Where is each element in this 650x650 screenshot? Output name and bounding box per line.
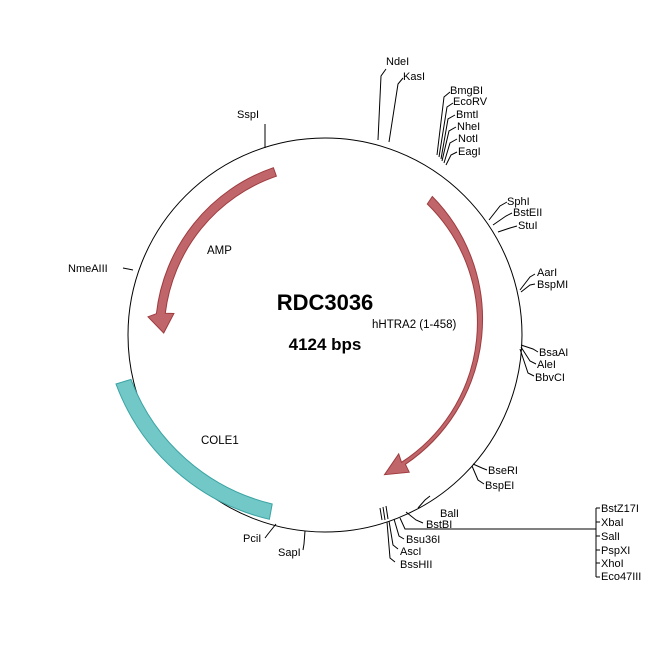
- leader-nmeaiii: [122, 267, 134, 271]
- leader-right-list: [399, 517, 596, 530]
- tick-cluster-2: [382, 506, 386, 521]
- site-bsu36i[interactable]: Bsu36I: [406, 534, 440, 546]
- feature-hhtra2-arrow[interactable]: [383, 195, 483, 476]
- site-bseri[interactable]: BseRI: [488, 465, 518, 477]
- leader-kasi: [388, 77, 404, 143]
- feature-cole1-label: COLE1: [201, 435, 239, 447]
- site-eagi[interactable]: EagI: [458, 146, 481, 158]
- leader-bsu36i: [393, 518, 405, 540]
- leader-stui: [497, 225, 518, 233]
- leader-bbvci: [519, 348, 535, 377]
- leader-alei: [520, 346, 537, 365]
- feature-amp[interactable]: AMP: [147, 167, 278, 334]
- site-bspei[interactable]: BspEI: [485, 480, 514, 492]
- site-xhoi[interactable]: XhoI: [601, 558, 624, 570]
- leader-noti: [443, 138, 458, 164]
- site-sphi[interactable]: SphI: [507, 196, 530, 208]
- site-bsaai[interactable]: BsaAI: [539, 347, 568, 359]
- feature-hhtra2[interactable]: hHTRA2 (1-458): [372, 195, 483, 476]
- feature-cole1-arc[interactable]: [115, 378, 273, 520]
- feature-hhtra2-label: hHTRA2 (1-458): [372, 319, 457, 331]
- site-bspmi[interactable]: BspMI: [537, 279, 568, 291]
- leader-pcii: [264, 523, 277, 539]
- leader-bseri: [472, 463, 488, 471]
- feature-cole1[interactable]: COLE1: [115, 378, 273, 520]
- site-bmgbi[interactable]: BmgBI: [450, 85, 483, 97]
- site-nhei[interactable]: NheI: [457, 121, 480, 133]
- site-bsteii[interactable]: BstEII: [513, 207, 542, 219]
- leader-aari: [519, 273, 536, 291]
- site-bali[interactable]: BalI: [440, 508, 459, 520]
- site-pcii[interactable]: PciI: [243, 533, 261, 545]
- site-bsshii[interactable]: BssHII: [400, 559, 432, 571]
- plasmid-size: 4124 bps: [289, 335, 362, 354]
- tick-cluster-3: [385, 505, 389, 520]
- site-ndei[interactable]: NdeI: [386, 56, 409, 68]
- leader-bsteii: [492, 212, 513, 226]
- site-sapi[interactable]: SapI: [278, 547, 301, 559]
- site-xbai[interactable]: XbaI: [601, 517, 624, 529]
- leader-sphi: [488, 201, 508, 221]
- site-bstz17i[interactable]: BstZ17I: [601, 503, 639, 515]
- site-nmeaiii[interactable]: NmeAIII: [68, 263, 108, 275]
- site-kasi[interactable]: KasI: [403, 71, 425, 83]
- feature-amp-label: AMP: [207, 245, 232, 257]
- site-pspxi[interactable]: PspXI: [601, 545, 630, 557]
- leader-nhei: [441, 126, 457, 162]
- leader-ndei: [377, 68, 387, 141]
- site-bstbi[interactable]: BstBI: [426, 519, 452, 531]
- site-ecorv[interactable]: EcoRV: [453, 96, 488, 108]
- site-eco47iii[interactable]: Eco47III: [601, 571, 641, 583]
- site-bbvci[interactable]: BbvCI: [535, 372, 565, 384]
- leader-bsshii: [386, 521, 396, 563]
- leader-bspei: [471, 465, 485, 485]
- site-asci[interactable]: AscI: [400, 546, 421, 558]
- leader-bspmi: [520, 283, 536, 293]
- leader-ecorv: [438, 102, 454, 158]
- leader-asci: [388, 520, 399, 550]
- site-labels: NdeI KasI BmgBI EcoRV BmtI NheI NotI Eag…: [68, 56, 641, 583]
- leader-sapi: [302, 530, 306, 551]
- site-noti[interactable]: NotI: [458, 133, 478, 145]
- site-alei[interactable]: AleI: [537, 359, 556, 371]
- leader-eagi: [445, 151, 458, 166]
- site-stui[interactable]: StuI: [518, 220, 538, 232]
- site-bmti[interactable]: BmtI: [456, 109, 479, 121]
- leader-bstbi: [405, 511, 424, 524]
- plasmid-backbone: [127, 137, 523, 533]
- leader-bmgbi: [436, 91, 451, 156]
- site-sspi[interactable]: SspI: [237, 109, 259, 121]
- leader-bmti: [440, 114, 456, 160]
- plasmid-name: RDC3036: [277, 290, 374, 315]
- leader-bsaai: [520, 344, 539, 353]
- site-leader-lines: [122, 68, 600, 578]
- site-aari[interactable]: AarI: [537, 267, 557, 279]
- site-sali[interactable]: SalI: [601, 531, 620, 543]
- tick-cluster-1: [379, 507, 383, 521]
- feature-amp-arrow[interactable]: [147, 167, 278, 334]
- leader-bali: [417, 495, 431, 509]
